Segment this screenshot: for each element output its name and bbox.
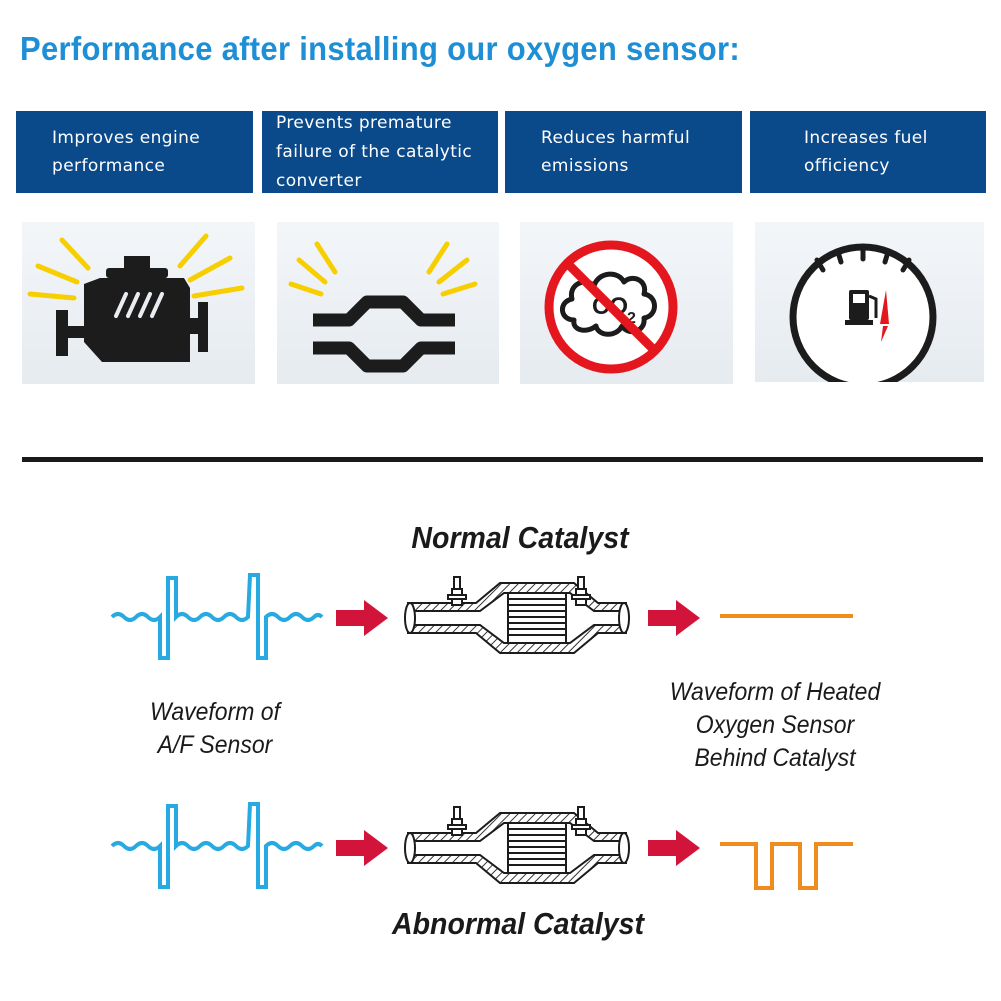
abnormal-catalytic-converter (404, 806, 630, 884)
af-sensor-label: Waveform of A/F Sensor (118, 696, 311, 762)
flow-arrow (648, 830, 700, 866)
fuel-card (755, 222, 984, 382)
normal-catalytic-converter (404, 576, 630, 654)
benefit-line: converter (276, 170, 362, 191)
no-co2-icon: CO 2 (544, 240, 678, 374)
benefit-box-fuel: Increases fuel officiency (750, 111, 986, 193)
benefit-line: Reduces harmful (541, 128, 691, 148)
label-line: Oxygen Sensor (695, 711, 855, 739)
engine-card (22, 222, 255, 384)
benefit-line: performance (52, 156, 166, 176)
section-divider (22, 457, 983, 462)
label-line: Waveform of (150, 698, 280, 726)
flow-arrow (336, 830, 388, 866)
abnormal-catalyst-title: Abnormal Catalyst (392, 906, 644, 941)
benefit-line: failure of the catalytic (276, 141, 473, 162)
engine-icon (27, 233, 245, 362)
benefit-box-catalytic: Prevents premature failure of the cataly… (262, 111, 498, 193)
af-waveform-abnormal (110, 802, 324, 889)
emissions-card: CO 2 (520, 222, 733, 384)
heated-sensor-label: Waveform of Heated Oxygen Sensor Behind … (651, 676, 899, 775)
catalyst-waveform-diagram (110, 573, 853, 890)
benefit-line: Prevents premature (276, 112, 452, 133)
benefit-line: officiency (804, 156, 890, 176)
page-headline: Performance after installing our oxygen … (20, 30, 741, 67)
benefit-box-emissions: Reduces harmful emissions (505, 111, 742, 193)
benefit-line: emissions (541, 156, 629, 176)
benefit-line: Improves engine (52, 128, 201, 148)
benefit-line: Increases fuel (804, 128, 928, 148)
label-line: A/F Sensor (157, 731, 273, 759)
flow-arrow (336, 600, 388, 636)
heated-waveform-abnormal (720, 842, 853, 890)
benefit-box-engine: Improves engine performance (16, 111, 253, 193)
flow-arrow (648, 600, 700, 636)
label-line: Waveform of Heated (669, 678, 881, 706)
catalytic-card (277, 222, 499, 384)
co2-subscript: 2 (627, 310, 636, 327)
catalytic-converter-icon (288, 241, 478, 373)
af-waveform-normal (110, 573, 324, 660)
label-line: Behind Catalyst (694, 744, 856, 772)
fuel-gauge-icon (789, 243, 937, 382)
normal-catalyst-title: Normal Catalyst (411, 520, 629, 555)
